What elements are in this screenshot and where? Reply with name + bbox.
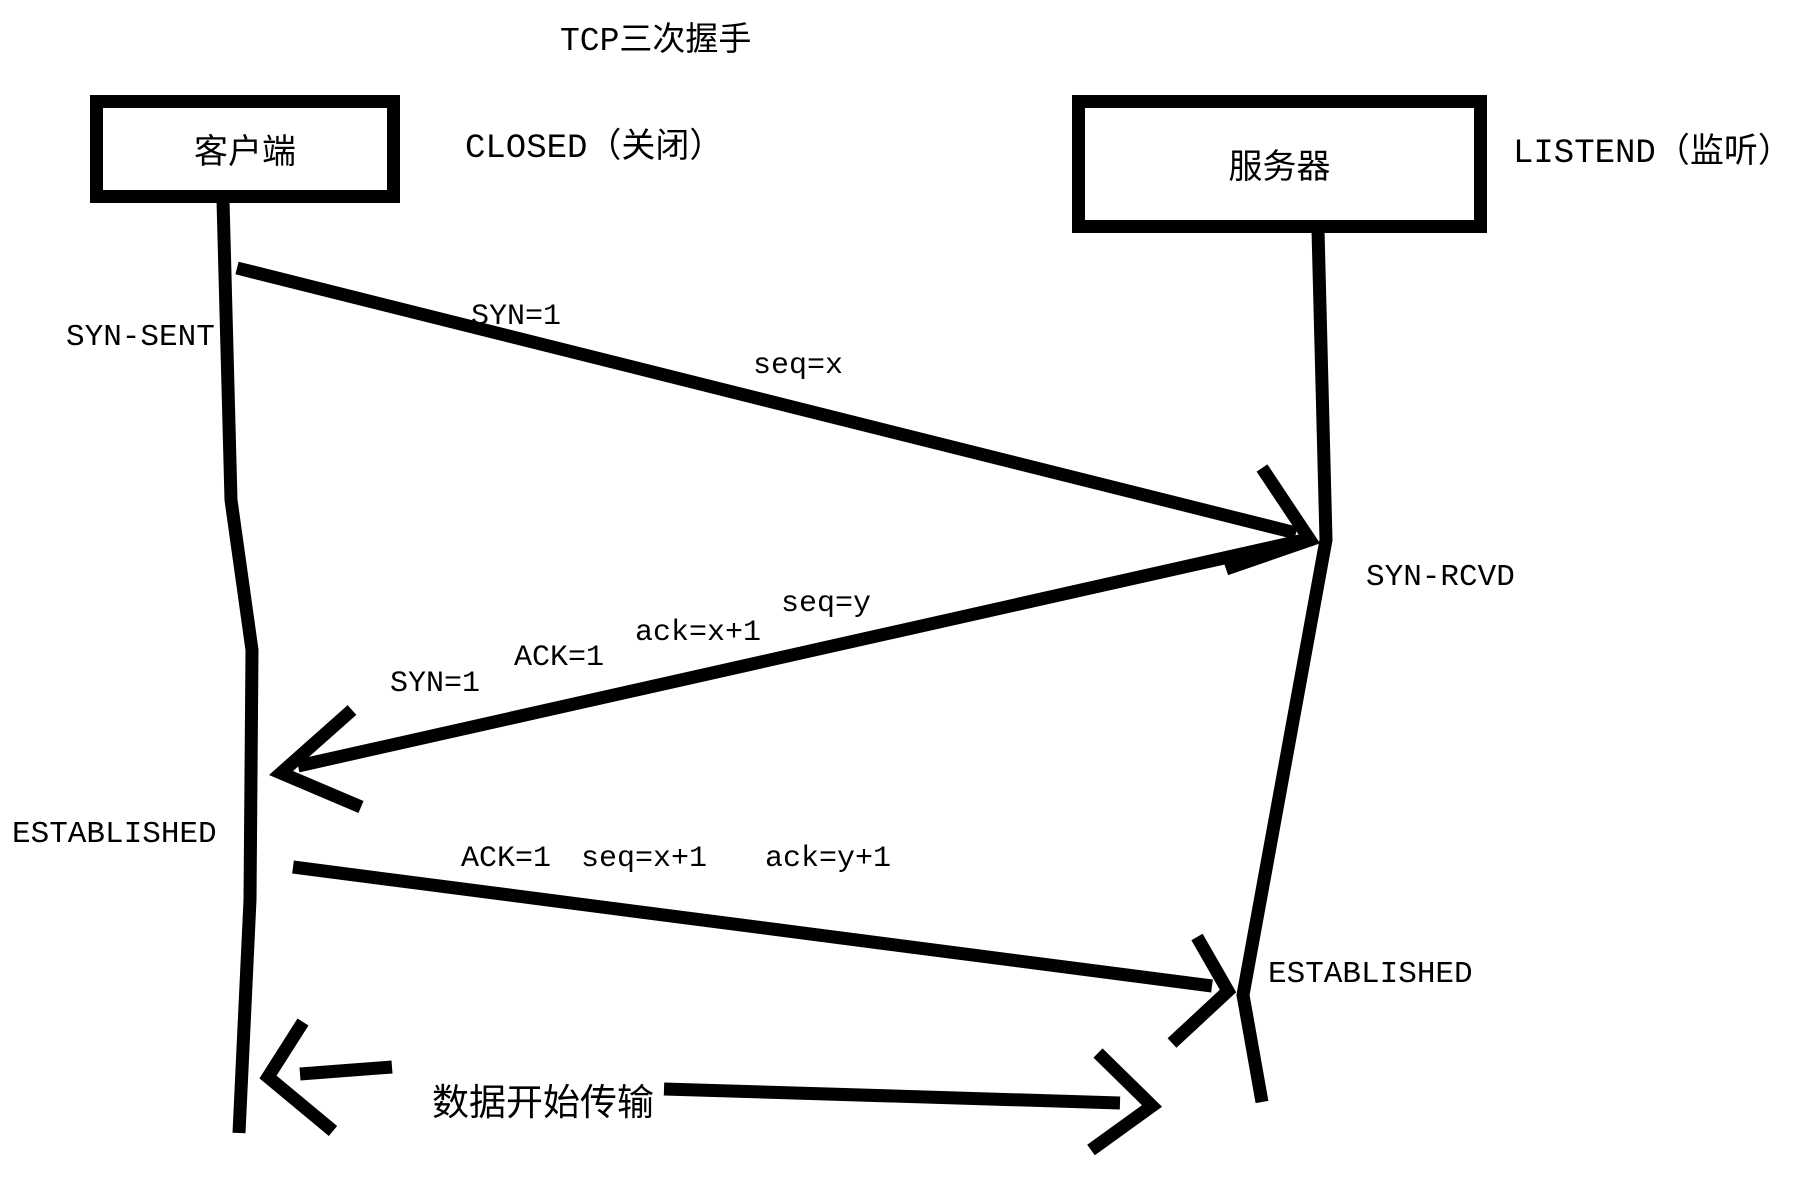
step3-ack-label: ack=y+1 [765, 842, 892, 876]
step2-seq-label: seq=y [781, 587, 872, 621]
client-box: 客户端 [90, 95, 400, 203]
client-state-established: ESTABLISHED [12, 817, 217, 852]
client-state-closed: CLOSED（关闭） [465, 130, 724, 168]
data-arrow-right-head [1087, 1048, 1163, 1156]
server-state-syn-rcvd: SYN-RCVD [1366, 560, 1515, 595]
server-lifeline [1236, 229, 1333, 1104]
synack-arrow-shaft [296, 531, 1315, 773]
client-state-syn-sent: SYN-SENT [66, 320, 215, 355]
syn-arrow-shaft [235, 261, 1298, 540]
data-arrow-left-shaft [299, 1060, 393, 1081]
data-arrow-left-head [259, 1018, 338, 1136]
server-state-established: ESTABLISHED [1268, 957, 1473, 992]
synack-arrowhead [268, 705, 364, 813]
step3-seq-label: seq=x+1 [581, 842, 708, 876]
step2-ack-flag-label: ACK=1 [514, 641, 605, 675]
step1-syn-label: SYN=1 [471, 300, 562, 334]
data-transfer-label: 数据开始传输 [432, 1085, 654, 1127]
step1-seq-label: seq=x [753, 349, 844, 383]
server-state-listen: LISTEND（监听） [1513, 135, 1792, 173]
step2-ack-label: ack=x+1 [635, 616, 762, 650]
step2-syn-label: SYN=1 [390, 667, 481, 701]
step3-ack-flag-label: ACK=1 [461, 842, 552, 876]
diagram-title: TCP三次握手 [560, 23, 752, 60]
ack-arrow-shaft [292, 860, 1213, 993]
ack-arrowhead [1167, 933, 1237, 1048]
server-box-label: 服务器 [1228, 151, 1331, 189]
client-lifeline [216, 199, 259, 1134]
client-box-label: 客户端 [194, 136, 296, 174]
data-arrow-right-shaft [663, 1082, 1121, 1110]
server-box: 服务器 [1072, 95, 1487, 233]
